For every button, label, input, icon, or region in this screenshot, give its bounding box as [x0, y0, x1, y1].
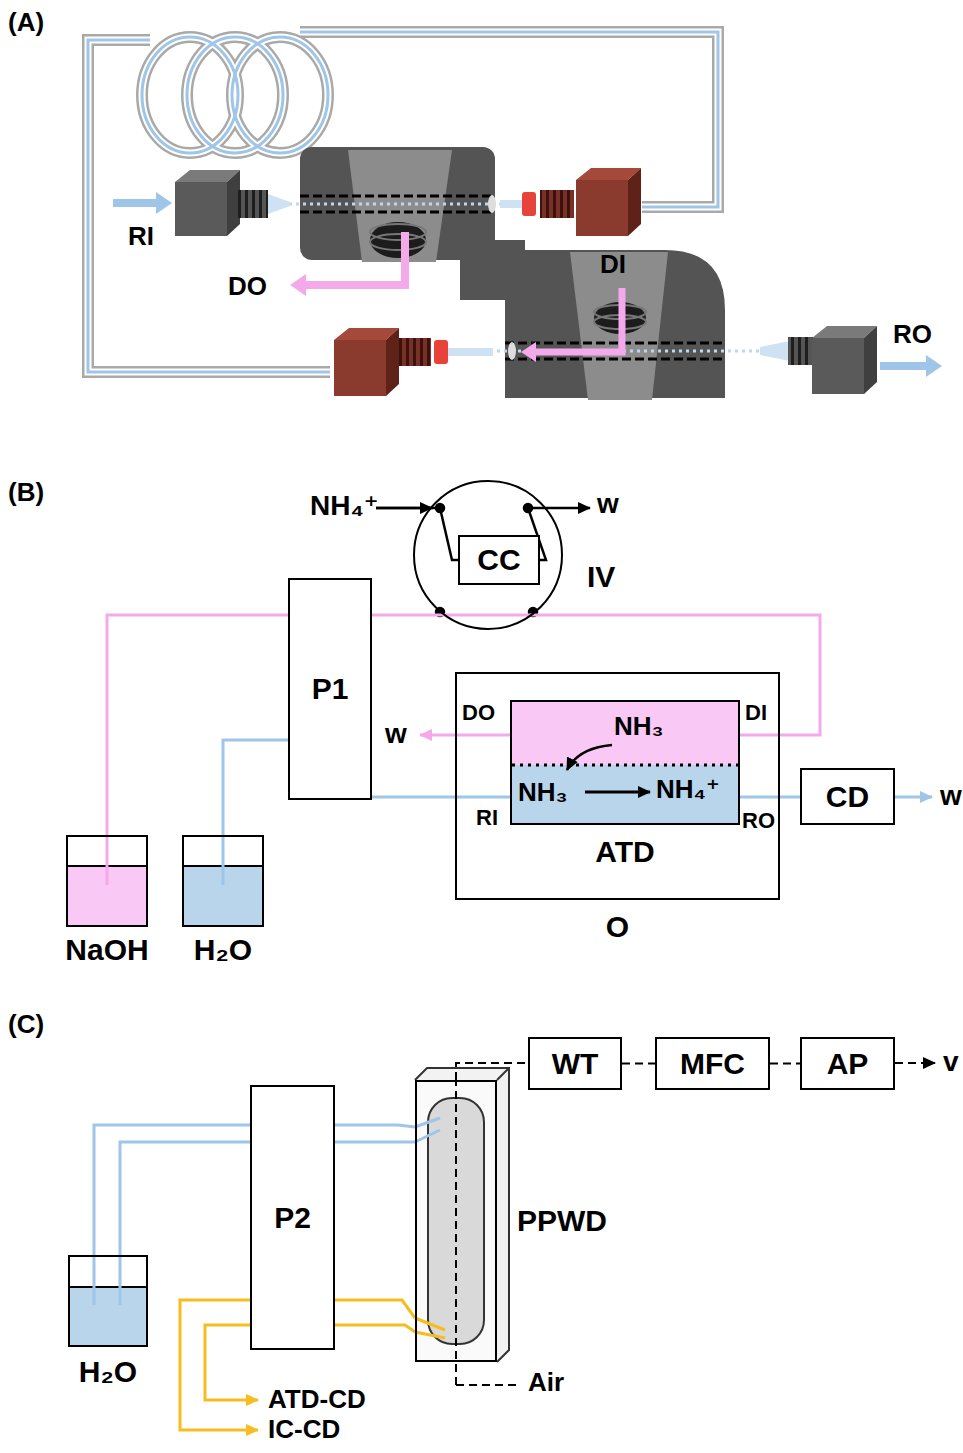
port-label: DO: [462, 700, 495, 725]
node-label: CC: [477, 543, 520, 578]
ppwd-body: [415, 1068, 520, 1385]
connector: [740, 797, 800, 798]
connector-line: [456, 1063, 528, 1080]
connector: [107, 615, 288, 835]
connector: [94, 1125, 250, 1255]
node-label: AP: [827, 1046, 869, 1081]
port-label: RI: [128, 222, 154, 252]
connector-line: [372, 796, 510, 799]
connector: [372, 615, 820, 735]
reservoir: H₂O: [68, 1255, 148, 1347]
port-label: RO: [742, 808, 775, 833]
connector: [335, 1325, 415, 1332]
port-label: DO: [228, 272, 267, 302]
node-label: WT: [552, 1046, 599, 1081]
connector-line: [107, 615, 288, 835]
column-box: CC: [458, 535, 540, 585]
device-block: [240, 147, 790, 400]
node-label: ATD: [595, 835, 654, 870]
node-label: NaOH: [65, 933, 148, 968]
reservoir: NaOH: [66, 835, 148, 927]
port-label: DI: [600, 250, 626, 280]
vent-label: v: [943, 1046, 959, 1078]
port-label: DI: [745, 700, 767, 725]
waste-label: w: [940, 780, 962, 812]
species-label: NH₄⁺: [656, 775, 720, 805]
process-box: WT: [528, 1037, 622, 1090]
species-label: NH₄⁺: [310, 490, 379, 522]
node-label: P2: [274, 1200, 311, 1235]
node-label: PPWD: [517, 1204, 607, 1239]
reservoir: H₂O: [182, 835, 264, 927]
panel-letter: (A): [8, 8, 44, 38]
connector: [120, 1142, 250, 1255]
node-label: IV: [587, 560, 615, 595]
connector-line: [120, 1142, 250, 1255]
connector: [372, 797, 510, 798]
fittings: [175, 168, 877, 396]
species-label: NH₃: [614, 712, 664, 742]
connector-line: [335, 1325, 415, 1332]
node-label: O: [606, 910, 629, 945]
species-label: NH₃: [518, 778, 568, 808]
valve-ports: [376, 504, 590, 616]
valve-circle: IVCC: [413, 480, 563, 630]
connector-line: [335, 1125, 415, 1127]
outlet-label: IC-CD: [268, 1415, 340, 1445]
connector-line: [372, 615, 820, 735]
node-label: H₂O: [194, 933, 252, 968]
outlets: [180, 1063, 935, 1430]
inlet-label: Air: [528, 1368, 564, 1398]
atd-chambers: [512, 702, 738, 823]
tubing-loop: [88, 32, 718, 372]
detector-box: CD: [800, 768, 895, 825]
connector-line: [335, 1141, 415, 1144]
connector: [622, 1063, 655, 1064]
pump-box: P1: [288, 578, 372, 800]
pump-box: P2: [250, 1085, 335, 1350]
waste-label: w: [597, 488, 619, 520]
node-label: MFC: [680, 1046, 745, 1081]
connector: [456, 1063, 528, 1080]
connector-line: [622, 1063, 655, 1065]
connector-line: [335, 1300, 415, 1318]
waste-label: w: [385, 718, 407, 750]
reservoirs: [68, 837, 262, 1345]
panel-letter: (C): [8, 1010, 44, 1040]
connector: [335, 1125, 415, 1127]
process-box: AP: [800, 1037, 895, 1090]
port-label: RO: [893, 320, 932, 350]
node-label: CD: [826, 779, 869, 814]
denuder-device: PPWD: [415, 1080, 497, 1362]
connector: [770, 1063, 800, 1064]
panel-letter: (B): [8, 478, 44, 508]
port-label: RI: [476, 805, 498, 830]
oven-box: OATD: [455, 672, 780, 900]
flow-arrows: [113, 192, 942, 377]
connector: [223, 740, 288, 835]
connector: [335, 1142, 415, 1143]
connector: [335, 1300, 415, 1318]
connector-line: [223, 740, 288, 835]
outlet-label: ATD-CD: [268, 1385, 366, 1415]
node-label: P1: [312, 672, 349, 707]
connector-line: [770, 1063, 800, 1065]
connector-line: [94, 1125, 250, 1255]
node-label: H₂O: [79, 1355, 137, 1390]
connector-line: [740, 796, 800, 799]
process-box: MFC: [655, 1037, 770, 1090]
